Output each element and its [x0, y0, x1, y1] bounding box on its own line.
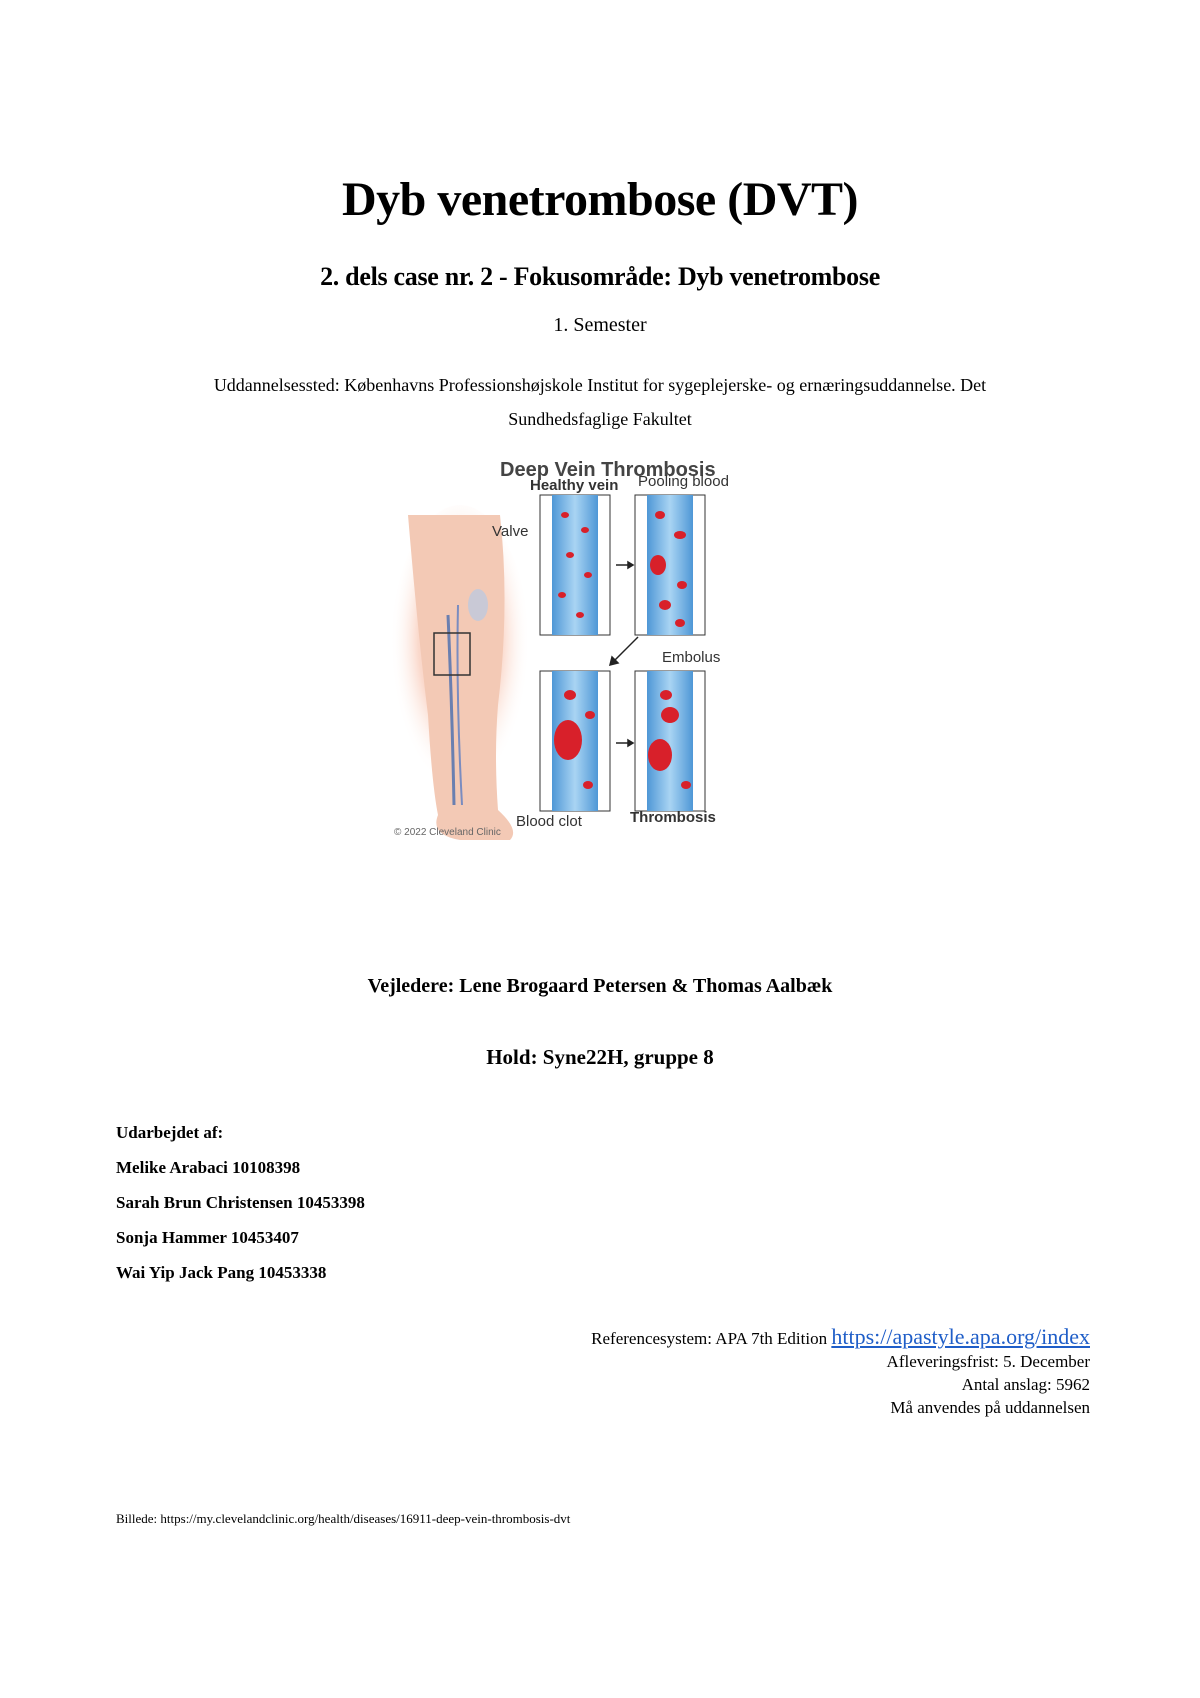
author-item: Wai Yip Jack Pang 10453338: [116, 1263, 327, 1282]
team-line: Hold: Syne22H, gruppe 8: [486, 1045, 714, 1069]
label-blood-clot: Blood clot: [516, 813, 582, 830]
deadline-text: Afleveringsfrist: 5. December: [886, 1352, 1090, 1371]
authors-heading: Udarbejdet af:: [116, 1123, 224, 1142]
label-healthy-vein: Healthy vein: [530, 477, 619, 494]
document-subtitle: 2. dels case nr. 2 - Fokusområde: Dyb ve…: [320, 262, 880, 291]
reference-line: Referencesystem: APA 7th Edition https:/…: [591, 1325, 1090, 1350]
figure-copyright: © 2022 Cleveland Clinic: [394, 827, 501, 838]
meta-block: Referencesystem: APA 7th Edition https:/…: [591, 1325, 1090, 1419]
figure-title: Deep Vein Thrombosis: [500, 459, 716, 481]
author-item: Sarah Brun Christensen 10453398: [116, 1193, 365, 1212]
char-count-text: Antal anslag: 5962: [961, 1375, 1090, 1394]
supervisors-line: Vejledere: Lene Brogaard Petersen & Thom…: [367, 975, 833, 997]
label-thrombosis: Thrombosis: [630, 809, 716, 826]
usage-text: Må anvendes på uddannelsen: [890, 1398, 1090, 1417]
dvt-illustration: Deep Vein Thrombosis: [390, 455, 810, 915]
label-pooling-blood: Pooling blood: [638, 473, 729, 490]
institution-text: Uddannelsessted: Københavns Professionsh…: [213, 375, 987, 429]
label-embolus: Embolus: [662, 649, 721, 666]
author-item: Melike Arabaci 10108398: [116, 1158, 301, 1177]
reference-label: Referencesystem: APA 7th Edition: [591, 1329, 832, 1348]
label-valve: Valve: [492, 523, 529, 540]
author-item: Sonja Hammer 10453407: [116, 1228, 299, 1247]
dvt-diagram-graphic: [390, 494, 706, 840]
image-source-caption: Billede: https://my.clevelandclinic.org/…: [116, 1511, 571, 1526]
semester-label: 1. Semester: [553, 314, 647, 336]
document-title: Dyb venetrombose (DVT): [341, 173, 859, 226]
apa-style-link[interactable]: https://apastyle.apa.org/index: [831, 1324, 1090, 1349]
authors-block: Udarbejdet af: Melike Arabaci 10108398 S…: [116, 1115, 365, 1290]
